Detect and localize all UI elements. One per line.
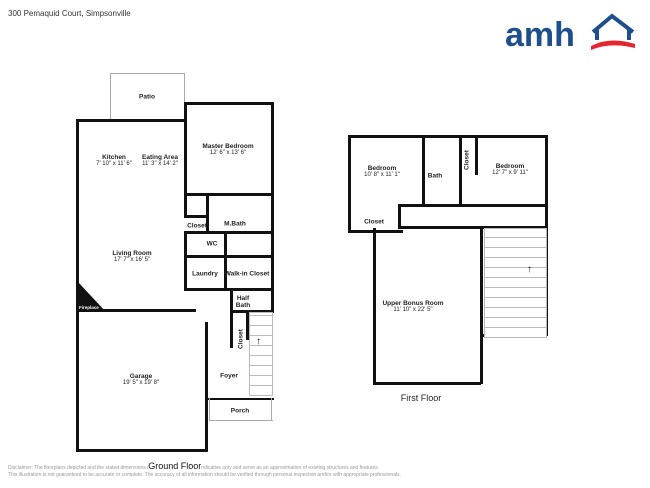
room-foyer: Foyer <box>220 372 238 380</box>
room-foyer-closet: Closet <box>237 329 245 349</box>
wall <box>184 255 274 258</box>
upper-stairs <box>484 228 547 338</box>
room-porch: Porch <box>230 407 250 415</box>
ground-stairs <box>249 312 273 396</box>
property-address: 300 Pemaquid Court, Simpsonville <box>8 9 131 18</box>
wall <box>480 228 483 384</box>
wall <box>76 119 186 122</box>
wall <box>184 231 187 290</box>
wall <box>271 398 272 420</box>
wall <box>184 193 187 218</box>
svg-text:amh: amh <box>505 16 575 52</box>
wall <box>205 322 208 452</box>
stairs-up-arrow-icon: ↑ <box>527 264 532 275</box>
room-half-bath: Half Bath <box>235 295 251 309</box>
fireplace <box>78 282 106 312</box>
wall <box>184 73 185 103</box>
wall <box>209 420 273 421</box>
room-walk-in-closet: Walk-in Closet <box>224 270 270 278</box>
wall <box>110 73 111 120</box>
wall <box>209 398 210 420</box>
wall <box>230 310 274 313</box>
wall <box>184 288 274 291</box>
wall <box>230 288 233 348</box>
wall <box>398 204 548 207</box>
room-laundry: Laundry <box>192 270 218 278</box>
disclaimer-line-1: Disclaimer: The floorplans depicted and … <box>8 461 380 471</box>
wall <box>184 231 274 234</box>
wall <box>76 119 79 451</box>
room-wc: WC <box>206 240 218 248</box>
room-master-bath: M.Bath <box>224 220 246 228</box>
room-patio: Patio <box>139 93 155 101</box>
first-floor-label: First Floor <box>400 393 442 403</box>
wall <box>76 309 196 312</box>
wall <box>398 204 401 228</box>
wall <box>373 228 376 384</box>
wall <box>110 73 185 74</box>
wall <box>208 398 274 400</box>
wall <box>348 135 547 138</box>
ground-floor-label: Ground Floor <box>148 461 202 471</box>
wall <box>184 193 273 196</box>
wall <box>348 135 351 233</box>
wall <box>459 135 462 205</box>
wall <box>224 231 227 291</box>
wall <box>373 382 481 385</box>
wall <box>422 135 425 207</box>
wall <box>398 226 548 229</box>
wall <box>545 135 548 208</box>
room-closet-upper: Closet <box>463 150 471 170</box>
wall <box>246 310 249 340</box>
stairs-up-arrow-icon: ↑ <box>256 336 261 347</box>
room-bath: Bath <box>427 172 443 180</box>
wall <box>184 102 187 195</box>
wall <box>475 135 478 175</box>
room-closet-bedroom: Closet <box>364 218 384 226</box>
wall <box>184 102 273 105</box>
amh-logo: amh <box>505 13 635 52</box>
wall <box>271 102 274 310</box>
wall <box>206 193 209 233</box>
disclaimer-line-2: This illustration is not guaranteed to b… <box>8 472 401 478</box>
room-closet: Closet <box>187 222 207 230</box>
wall <box>76 449 208 452</box>
fireplace-label: Fireplace <box>79 305 99 310</box>
wall <box>184 215 209 218</box>
